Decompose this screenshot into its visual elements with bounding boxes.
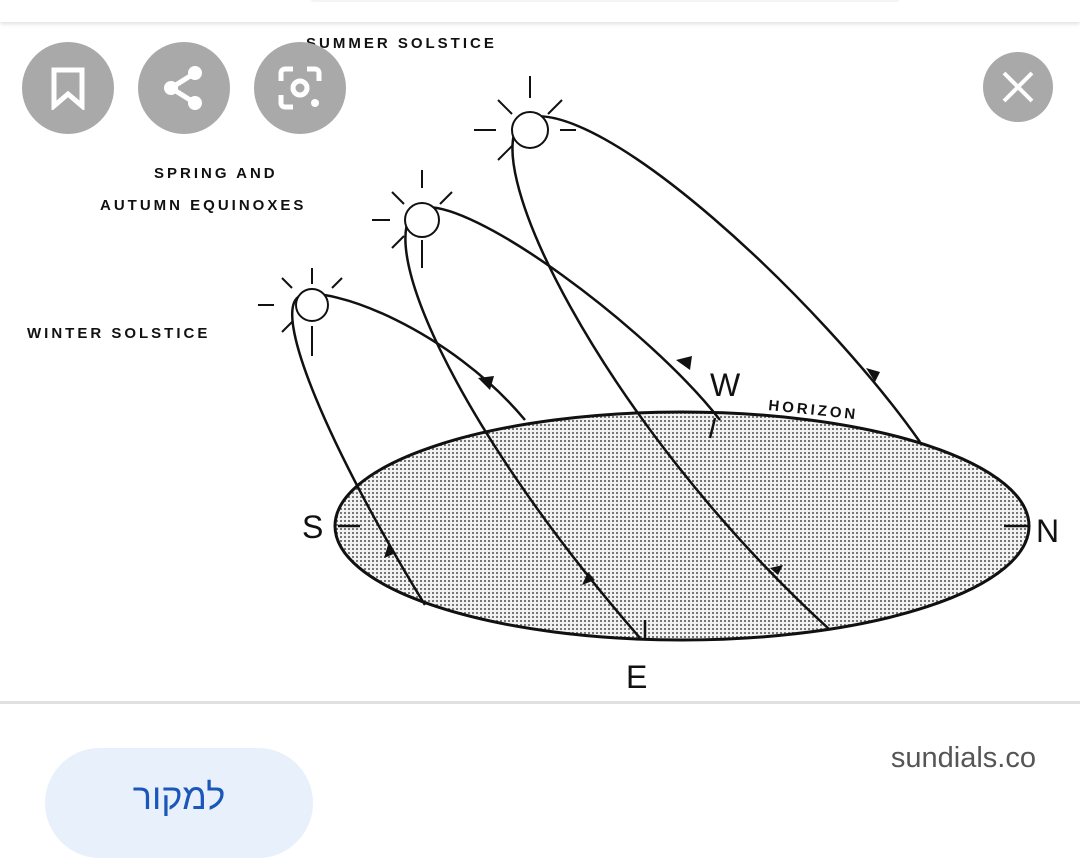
winter-label: WINTER SOLSTICE (27, 325, 210, 342)
equinox-label-2: AUTUMN EQUINOXES (100, 197, 306, 214)
summer-sun-icon (511, 111, 549, 149)
top-bar (0, 0, 1080, 22)
divider (0, 701, 1080, 704)
bookmark-icon (51, 67, 85, 110)
visit-source-button[interactable]: למקור (45, 748, 313, 858)
summer-label: SUMMER SOLSTICE (306, 35, 497, 52)
visit-source-label: למקור (132, 776, 226, 817)
lens-icon (278, 66, 322, 110)
save-button[interactable] (22, 42, 114, 134)
equinox-label-1: SPRING AND (154, 165, 278, 182)
sun-path-diagram: SUMMER SOLSTICE SPRING AND AUTUMN EQUINO… (27, 35, 1059, 695)
close-icon (1002, 71, 1034, 103)
equinox-sun-icon (404, 202, 440, 238)
west-label: W (710, 367, 741, 403)
north-label: N (1036, 513, 1059, 549)
close-button[interactable] (983, 52, 1053, 122)
horizon-plane (333, 410, 1031, 642)
search-bar-edge (310, 0, 900, 2)
image-viewer[interactable]: SUMMER SOLSTICE SPRING AND AUTUMN EQUINO… (0, 22, 1080, 702)
share-icon (164, 66, 202, 110)
share-button[interactable] (138, 42, 230, 134)
south-label: S (302, 509, 323, 545)
winter-sun-icon (295, 288, 329, 322)
east-label: E (626, 659, 647, 695)
source-site[interactable]: sundials.co (890, 742, 1036, 774)
sun-icons (258, 76, 576, 356)
lens-button[interactable] (254, 42, 346, 134)
